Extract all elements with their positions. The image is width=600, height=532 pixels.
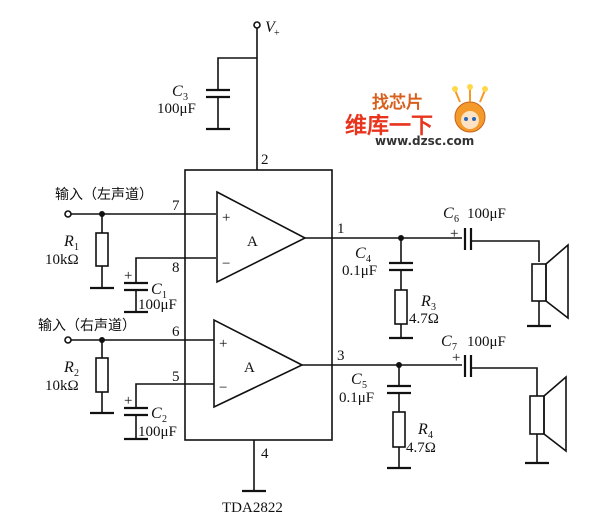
amp-left-minus: −: [222, 256, 230, 272]
capacitor-c3: C 3 100μF: [157, 57, 257, 131]
resistor-r2: R 2 10kΩ: [45, 340, 114, 415]
resistor-r1: R 1 10kΩ: [45, 214, 114, 290]
r1-name: R: [63, 233, 74, 250]
r2-sub: 2: [74, 368, 79, 379]
r4-name: R: [417, 421, 428, 438]
c2-sub: 2: [162, 414, 167, 425]
r1-value: 10kΩ: [45, 252, 79, 268]
capacitor-c1: + C 1 100μF: [124, 257, 216, 314]
pin-4-label: 4: [261, 446, 269, 462]
capacitor-c7: + C 7 100μF: [441, 333, 538, 396]
input-left-label: 输入（左声道）: [55, 187, 153, 203]
c3-value: 100μF: [157, 101, 196, 117]
input-right-label: 输入（右声道）: [38, 318, 136, 334]
watermark-line2: 维库一下: [345, 113, 433, 139]
c6-value: 100μF: [467, 206, 506, 222]
chip-label: TDA2822: [222, 500, 283, 516]
c1-name: C: [151, 281, 162, 298]
pin-3-label: 3: [337, 348, 345, 364]
speaker-right-icon: [525, 375, 567, 465]
c7-name: C: [441, 333, 452, 350]
supply-terminal: [253, 21, 261, 29]
r4-value: 4.7Ω: [406, 440, 436, 456]
c3-sub: 3: [183, 92, 188, 103]
amp-right-plus: +: [219, 336, 227, 352]
amp-right-minus: −: [219, 380, 227, 396]
input-right-terminal[interactable]: [64, 336, 72, 344]
c2-value: 100μF: [138, 424, 177, 440]
pin-1-label: 1: [337, 221, 345, 237]
c3-name: C: [172, 83, 183, 100]
r2-name: R: [63, 359, 74, 376]
r2-value: 10kΩ: [45, 378, 79, 394]
watermark-logo: 找芯片 维库一下 www.dzsc.com: [345, 84, 488, 148]
supply-label-sub: +: [274, 28, 280, 39]
pin-7-label: 7: [172, 198, 180, 214]
input-left-terminal[interactable]: [64, 210, 72, 218]
c5-sub: 5: [362, 380, 367, 391]
amplifier-left: + − A: [216, 190, 307, 284]
c6-plus: +: [450, 226, 458, 242]
amp-left-plus: +: [222, 210, 230, 226]
capacitor-c6: + C 6 100μF: [443, 205, 540, 262]
c4-name: C: [355, 245, 366, 262]
c7-sub: 7: [452, 342, 457, 353]
r3-sub: 3: [431, 302, 436, 313]
zobel-left: C 4 0.1μF R 3 4.7Ω: [342, 238, 439, 340]
c1-plus: +: [124, 268, 132, 284]
c2-plus: +: [124, 393, 132, 409]
pin-5-label: 5: [172, 369, 180, 385]
chip-body: [184, 169, 333, 441]
amp-right-label: A: [244, 360, 255, 376]
c7-value: 100μF: [467, 334, 506, 350]
watermark-url: www.dzsc.com: [375, 134, 474, 148]
capacitor-c2: + C 2 100μF: [124, 383, 214, 441]
zobel-right: C 5 0.1μF R 4 4.7Ω: [339, 365, 436, 470]
mascot-icon: [452, 84, 488, 133]
r3-name: R: [420, 293, 431, 310]
r4-sub: 4: [428, 430, 433, 441]
r3-value: 4.7Ω: [409, 311, 439, 327]
pin-6-label: 6: [172, 324, 180, 340]
c6-name: C: [443, 205, 454, 222]
r1-sub: 1: [74, 242, 79, 253]
c1-sub: 1: [162, 290, 167, 301]
c5-value: 0.1μF: [339, 390, 374, 406]
speaker-left-icon: [527, 243, 569, 328]
c6-sub: 6: [454, 214, 459, 225]
pin-2-label: 2: [261, 152, 269, 168]
supply-label: V: [265, 19, 277, 36]
watermark-line1: 找芯片: [372, 92, 423, 113]
pin-8-label: 8: [172, 260, 180, 276]
c4-value: 0.1μF: [342, 263, 377, 279]
amplifier-right: + − A: [213, 318, 304, 409]
c5-name: C: [351, 371, 362, 388]
c4-sub: 4: [366, 254, 371, 265]
c1-value: 100μF: [138, 297, 177, 313]
amp-left-label: A: [247, 234, 258, 250]
c7-plus: +: [452, 350, 460, 366]
c2-name: C: [151, 405, 162, 422]
